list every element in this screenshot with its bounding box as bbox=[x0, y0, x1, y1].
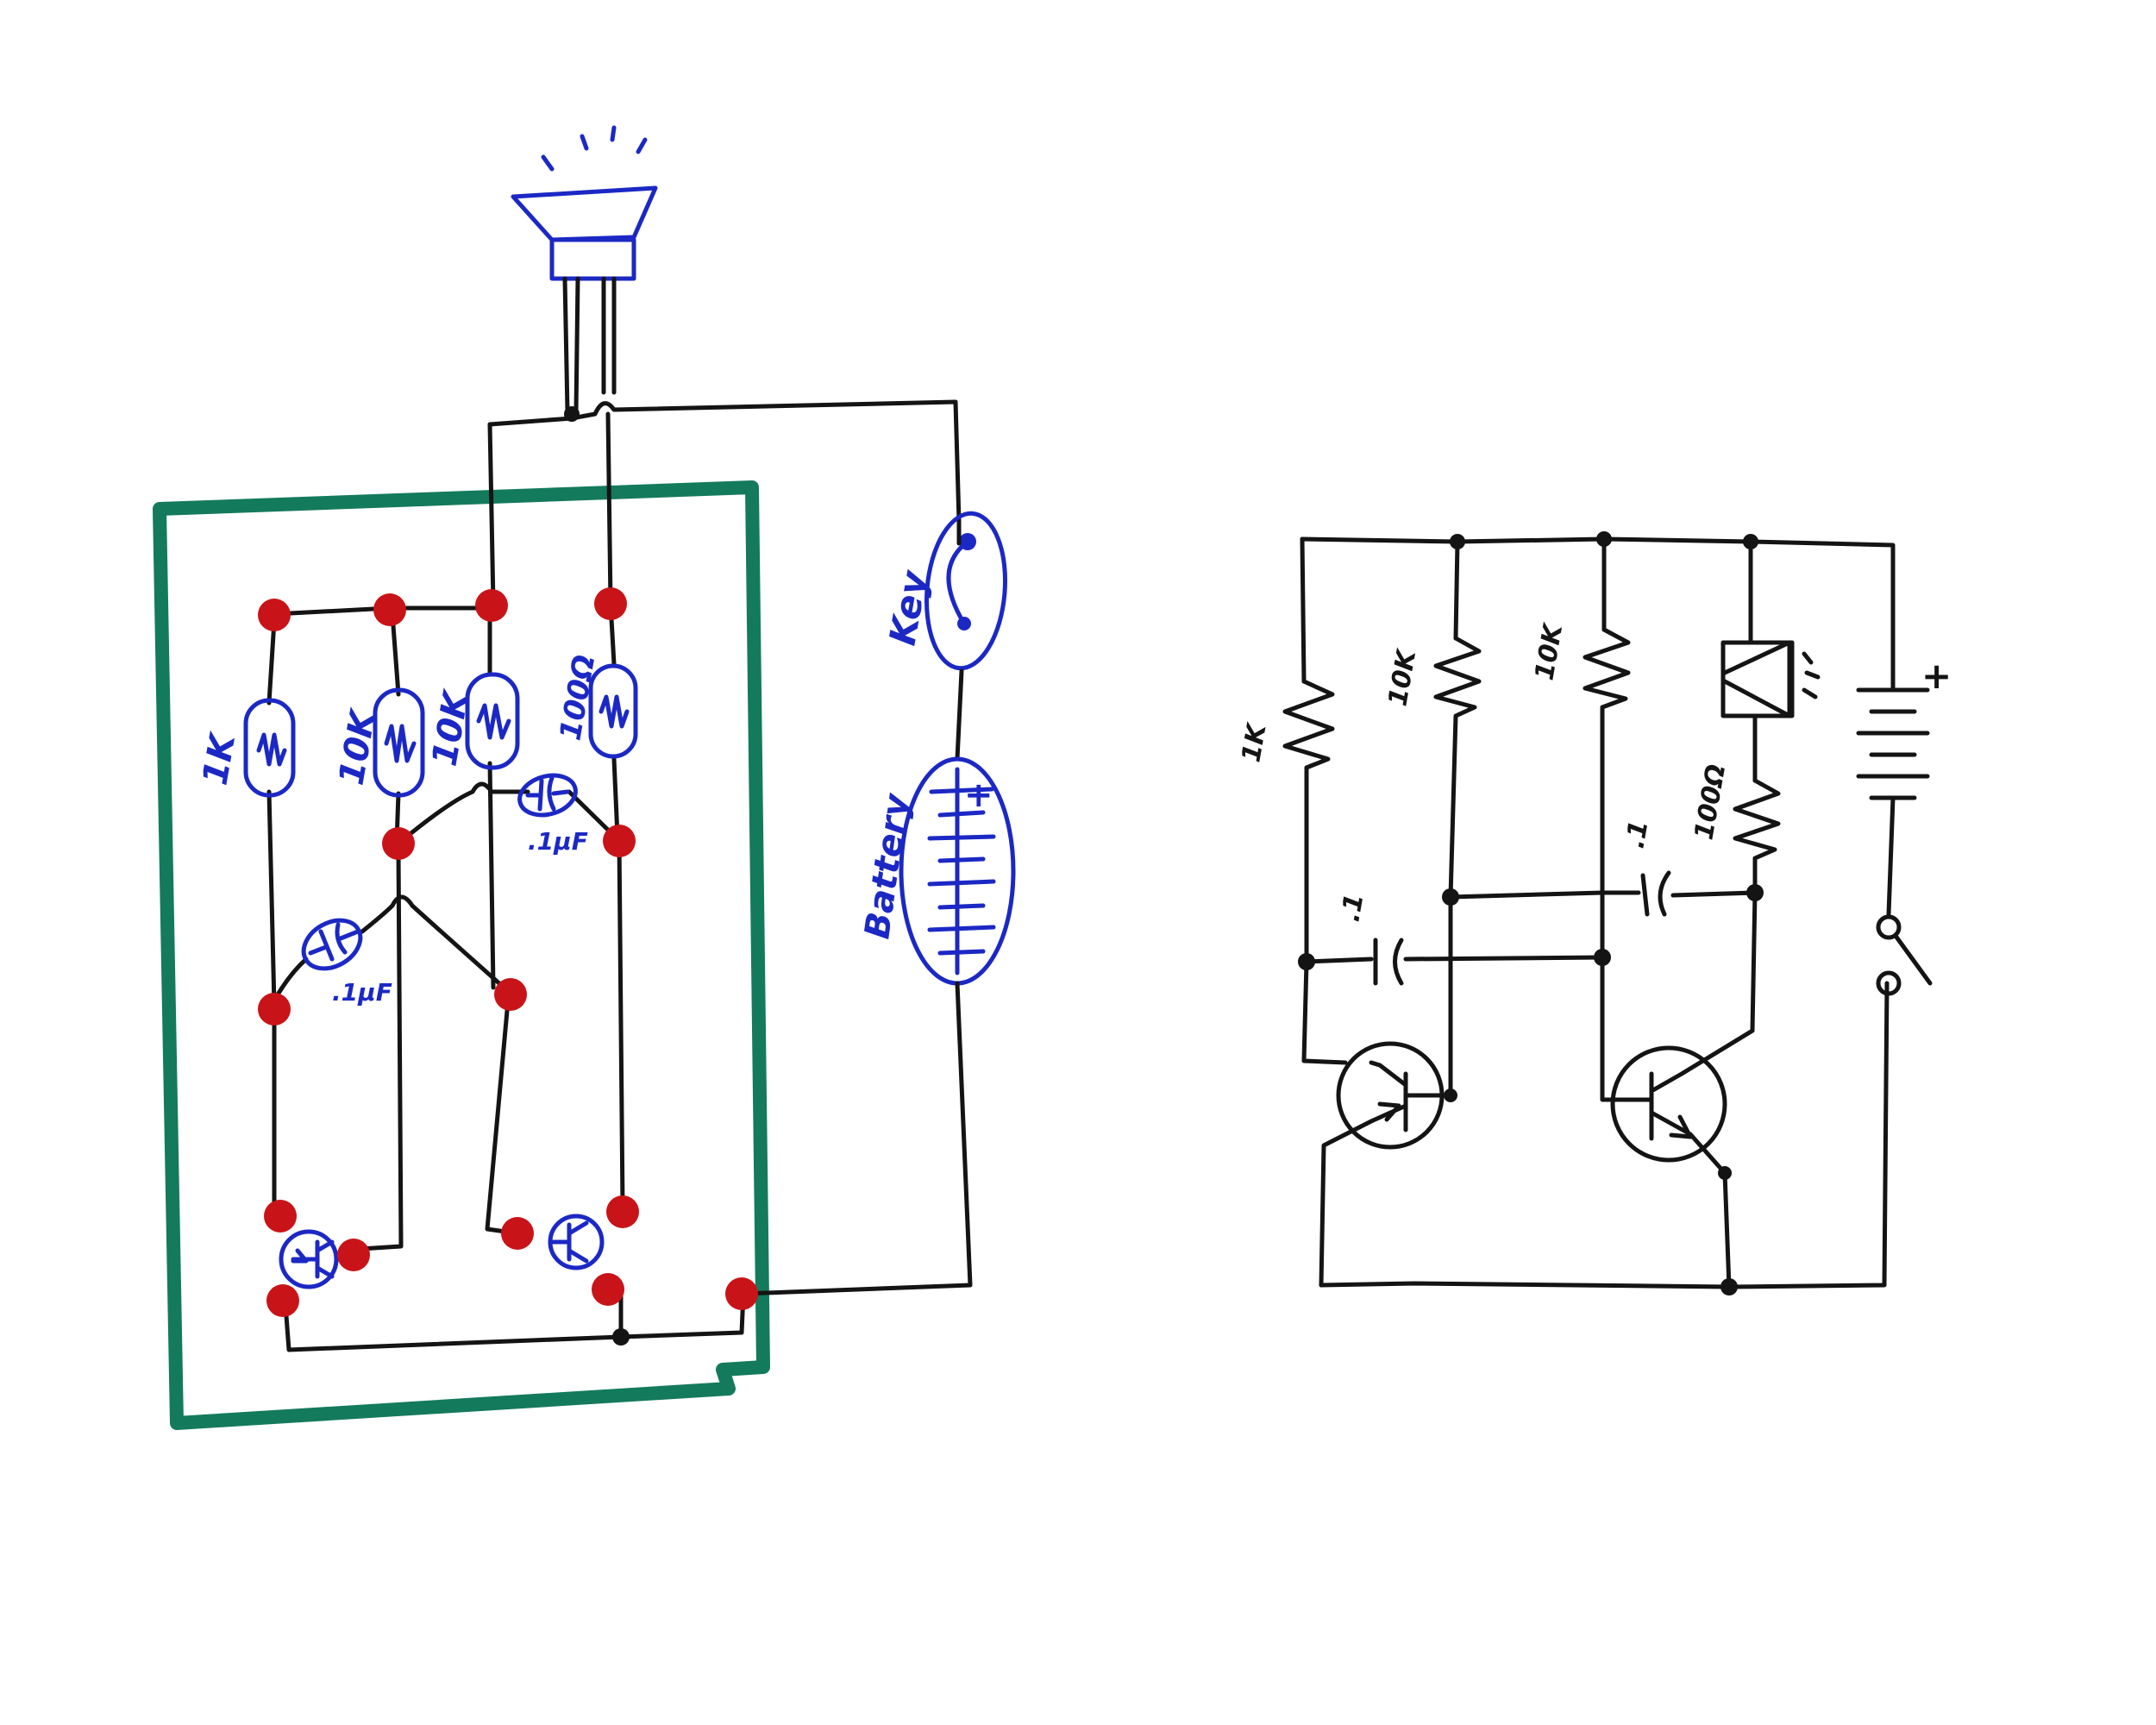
schematic-battery-icon: + bbox=[1856, 655, 1952, 917]
pad bbox=[337, 1239, 370, 1271]
wire-bottom-bus bbox=[282, 1291, 746, 1352]
schematic-r1-label: 1K bbox=[1236, 719, 1273, 764]
capacitor-top-label: .1μF bbox=[528, 827, 588, 856]
breadboard-view: Key + Battery bbox=[153, 125, 1016, 1430]
schematic-resistor-10k-b bbox=[1583, 627, 1631, 960]
schematic-transistor-left-icon bbox=[1301, 894, 1457, 1288]
pad bbox=[258, 993, 291, 1026]
schematic-resistor-100ohm bbox=[1733, 778, 1781, 1033]
pad bbox=[501, 1217, 534, 1250]
junction-dot bbox=[564, 406, 580, 422]
pad bbox=[606, 1195, 639, 1228]
schematic-speaker-icon bbox=[1720, 640, 1821, 718]
battery-plus-label: + bbox=[964, 775, 993, 815]
transistor-left-icon bbox=[279, 1229, 339, 1289]
battery-icon: + Battery bbox=[857, 756, 1016, 986]
schematic-resistor-10k-a bbox=[1433, 636, 1482, 900]
key-label: Key bbox=[881, 567, 936, 649]
pad bbox=[594, 587, 627, 620]
schematic-r2-label: 10K bbox=[1382, 646, 1422, 709]
schematic-transistor-right-icon bbox=[1600, 955, 1755, 1180]
transistor-right-icon bbox=[548, 1214, 605, 1270]
pad bbox=[725, 1277, 758, 1310]
schematic-c1-label: .1 bbox=[1335, 892, 1369, 925]
pad bbox=[382, 827, 415, 860]
speaker-icon bbox=[511, 125, 658, 281]
pad bbox=[264, 1200, 297, 1233]
speaker-leads bbox=[562, 276, 617, 415]
resistor-10k-a-icon: 10K bbox=[332, 687, 425, 798]
resistor-100ohm-icon: 100Ω bbox=[553, 652, 638, 759]
schematic-capacitor-right: .1 bbox=[1620, 819, 1671, 917]
capacitor-top-icon: .1μF bbox=[517, 773, 588, 856]
capacitor-bottom-icon: .1μF bbox=[301, 918, 392, 1007]
resistor-100ohm-label: 100Ω bbox=[553, 652, 602, 743]
wire-top bbox=[487, 399, 962, 524]
schematic-view: 1K 10K 10K 100Ω .1 bbox=[1236, 531, 1952, 1295]
pad bbox=[373, 593, 406, 626]
pad bbox=[258, 599, 291, 631]
schematic-r3-label: 10K bbox=[1529, 620, 1569, 683]
schematic-switch-icon bbox=[1876, 914, 1933, 996]
resistor-1k-label: 1K bbox=[196, 729, 244, 788]
resistor-10k-b-icon: 10K bbox=[425, 672, 520, 770]
schematic-capacitor-left: .1 bbox=[1335, 892, 1404, 986]
wire-down-right bbox=[605, 411, 613, 606]
pad bbox=[592, 1273, 624, 1306]
schematic-battery-plus: + bbox=[1921, 655, 1952, 697]
breadboard-pads bbox=[258, 587, 758, 1317]
schematic-resistor-1k bbox=[1282, 679, 1335, 964]
schematic-r4-label: 100Ω bbox=[1689, 762, 1732, 843]
junction-dot bbox=[612, 1328, 630, 1346]
schematic-top-rail bbox=[1300, 536, 1896, 675]
resistor-1k-icon: 1K bbox=[196, 698, 296, 798]
pad bbox=[266, 1284, 299, 1317]
wire-battery-return bbox=[741, 981, 973, 1296]
capacitor-bottom-label: .1μF bbox=[332, 978, 392, 1007]
key-switch-icon: Key bbox=[881, 511, 1008, 671]
wire-down-left bbox=[487, 422, 496, 606]
pad bbox=[494, 978, 527, 1011]
schematic-c2-label: .1 bbox=[1620, 819, 1654, 851]
pad bbox=[475, 589, 508, 622]
pad bbox=[603, 825, 636, 857]
wire-key-battery bbox=[955, 668, 964, 762]
circuit-board-outline bbox=[153, 480, 770, 1430]
